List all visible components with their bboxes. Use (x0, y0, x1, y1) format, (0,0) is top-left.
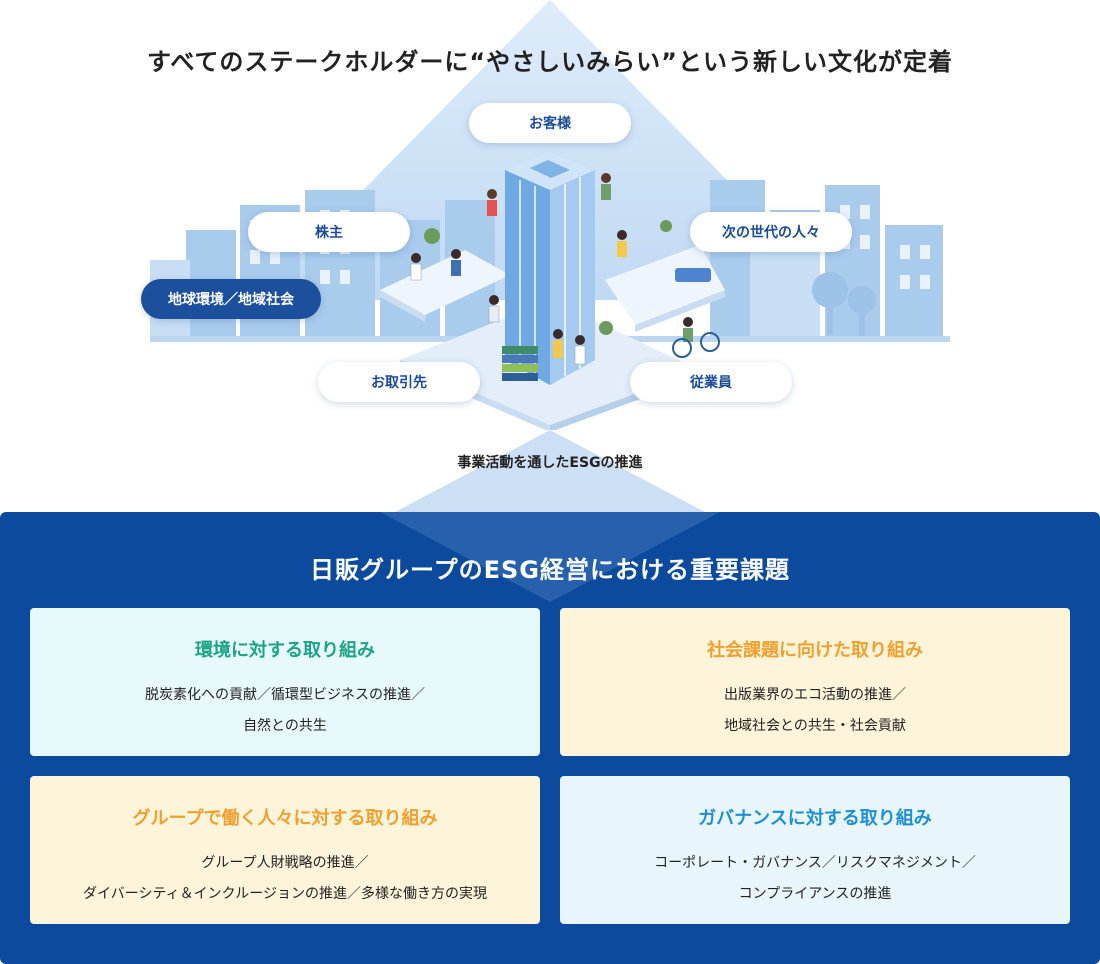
stakeholder-label: 次の世代の人々 (722, 225, 820, 241)
panel-triangle-decoration (380, 512, 720, 602)
panel-title: 日販グループのESG経営における重要課題 (310, 556, 790, 584)
card-line: 自然との共生 (243, 718, 327, 734)
card-title: 社会課題に向けた取り組み (707, 640, 923, 661)
card-line: 脱炭素化への貢献／循環型ビジネスの推進／ (145, 687, 425, 703)
card-description: 脱炭素化への貢献／循環型ビジネスの推進／ 自然との共生 (30, 680, 540, 742)
stakeholder-customers: お客様 (469, 103, 631, 143)
stakeholder-next-generation: 次の世代の人々 (690, 212, 852, 252)
stakeholder-label: 従業員 (690, 375, 732, 391)
stakeholder-label: お客様 (529, 116, 571, 132)
card-environment: 環境に対する取り組み 脱炭素化への貢献／循環型ビジネスの推進／ 自然との共生 (30, 608, 540, 756)
stakeholder-shareholders: 株主 (248, 212, 410, 252)
card-title: 環境に対する取り組み (195, 640, 375, 661)
stakeholder-environment-community: 地球環境／地域社会 (141, 279, 321, 319)
card-line: コンプライアンスの推進 (738, 886, 892, 902)
card-social: 社会課題に向けた取り組み 出版業界のエコ活動の推進／ 地域社会との共生・社会貢献 (560, 608, 1070, 756)
stakeholder-business-partners: お取引先 (318, 362, 480, 402)
card-line: コーポレート・ガバナンス／リスクマネジメント／ (654, 855, 976, 871)
card-line: ダイバーシティ＆インクルージョンの推進／多様な働き方の実現 (83, 886, 487, 902)
card-line: 地域社会との共生・社会貢献 (724, 718, 906, 734)
card-line: 出版業界のエコ活動の推進／ (724, 687, 906, 703)
card-description: グループ人財戦略の推進／ ダイバーシティ＆インクルージョンの推進／多様な働き方の… (30, 848, 540, 910)
card-description: コーポレート・ガバナンス／リスクマネジメント／ コンプライアンスの推進 (560, 848, 1070, 910)
esg-material-issues-panel: 日販グループのESG経営における重要課題 環境に対する取り組み 脱炭素化への貢献… (0, 512, 1100, 964)
card-line: グループ人財戦略の推進／ (201, 855, 369, 871)
stakeholder-label: お取引先 (371, 375, 427, 391)
card-description: 出版業界のエコ活動の推進／ 地域社会との共生・社会貢献 (560, 680, 1070, 742)
stakeholder-label: 地球環境／地域社会 (168, 292, 294, 308)
card-governance: ガバナンスに対する取り組み コーポレート・ガバナンス／リスクマネジメント／ コン… (560, 776, 1070, 924)
stakeholder-label: 株主 (315, 225, 343, 241)
card-title: ガバナンスに対する取り組み (698, 808, 932, 829)
card-title: グループで働く人々に対する取り組み (132, 808, 438, 829)
card-group-people: グループで働く人々に対する取り組み グループ人財戦略の推進／ ダイバーシティ＆イ… (30, 776, 540, 924)
center-label: 事業活動を通したESGの推進 (457, 455, 643, 471)
page-title: すべてのステークホルダーに“やさしいみらい”という新しい文化が定着 (147, 48, 953, 76)
stakeholder-employees: 従業員 (630, 362, 792, 402)
